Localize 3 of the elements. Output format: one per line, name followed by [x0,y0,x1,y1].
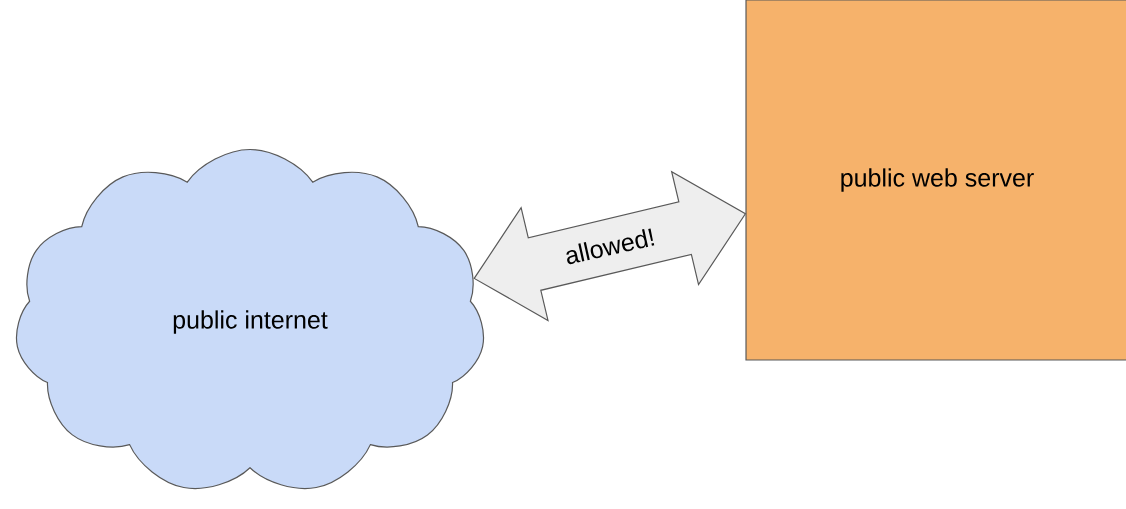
server-box: public web server [745,0,1126,361]
double-arrow [473,170,747,322]
edge-label: allowed! [566,228,655,265]
